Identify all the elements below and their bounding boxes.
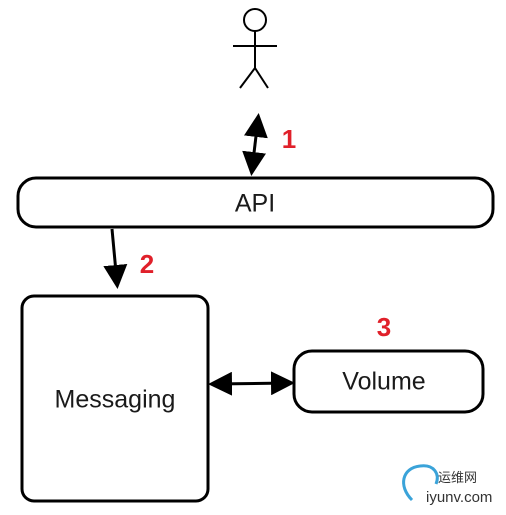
api-messaging-arrow: [103, 228, 128, 289]
api-node: API: [16, 176, 495, 229]
watermark-line-1: 运维网: [438, 470, 477, 485]
messaging-node: Messaging: [20, 294, 210, 503]
messaging-volume-arrow: [208, 371, 295, 396]
api-label: API: [235, 190, 275, 218]
step-1-label: 1: [282, 124, 296, 154]
step-3-label: 3: [377, 312, 391, 342]
volume-node: Volume: [292, 349, 485, 414]
watermark-logo: 运维网 iyunv.com: [402, 464, 492, 506]
volume-label: Volume: [342, 368, 425, 396]
user-icon: [233, 8, 277, 89]
step-2-label: 2: [140, 249, 154, 279]
user-api-arrow: [242, 113, 268, 176]
messaging-label: Messaging: [55, 386, 176, 414]
watermark-swoosh-icon: [402, 464, 439, 502]
watermark-line-2: iyunv.com: [426, 489, 492, 506]
